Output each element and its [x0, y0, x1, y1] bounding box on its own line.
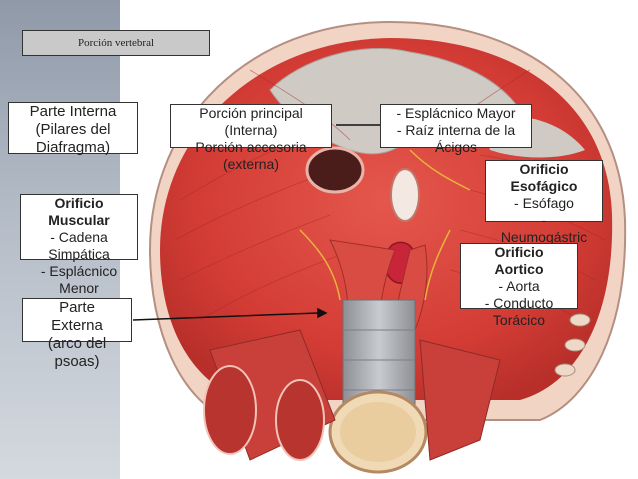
- esofagico-item-1: - Esófago: [514, 195, 574, 211]
- arrow-parte-externa: [132, 312, 319, 321]
- label-porcion-principal: Porción principal (Interna) Porción acce…: [170, 104, 332, 172]
- label-orificio-muscular: Orificio Muscular - Cadena Simpática - E…: [20, 194, 138, 296]
- psoas-right: [419, 339, 501, 461]
- parte-interna-line-3: Diafragma): [35, 139, 111, 156]
- aortico-item-3: Torácico: [492, 312, 546, 328]
- section-title-text: Porción vertebral: [77, 37, 155, 49]
- parte-externa-line-4: psoas): [54, 353, 100, 370]
- parte-externa-line-3: (arco del: [47, 335, 107, 352]
- parte-interna-line-1: Parte Interna: [29, 103, 117, 120]
- arrow-head-2: [317, 307, 328, 319]
- parte-externa-line-1: Parte: [59, 299, 95, 316]
- aortico-item-1: - Aorta: [498, 278, 540, 294]
- muscular-item-1: - Cadena: [50, 229, 108, 245]
- esofagico-item-2: -: [541, 212, 547, 228]
- label-parte-interna: Parte Interna (Pilares del Diafragma): [8, 102, 138, 156]
- muscle-cut-2: [275, 379, 325, 461]
- parte-externa-line-2: Externa: [51, 317, 103, 334]
- muscle-cut-1: [203, 365, 257, 455]
- label-orificio-aortico: Orificio Aortico - Aorta - Conducto Torá…: [460, 243, 578, 328]
- porcion-line-4: (externa): [222, 156, 280, 172]
- esplacnico-line-3: Ácigos: [434, 139, 478, 155]
- muscular-item-4: Menor: [59, 280, 99, 296]
- parte-interna-line-2: (Pilares del: [35, 121, 111, 138]
- label-esplacnico-mayor: - Esplácnico Mayor - Raíz interna de la …: [380, 104, 532, 155]
- esplacnico-line-1: - Esplácnico Mayor: [396, 105, 516, 121]
- porcion-line-1: Porción principal: [199, 105, 303, 121]
- rib-ends: [554, 313, 591, 377]
- muscular-item-3: - Esplácnico: [40, 263, 118, 279]
- esplacnico-line-2: - Raíz interna de la: [396, 122, 516, 138]
- muscular-item-2: Simpática: [48, 246, 110, 262]
- muscular-title-2: Muscular: [48, 212, 110, 228]
- esofagico-item-3: Neumogástric: [500, 229, 588, 245]
- esophageal-foramen: [390, 168, 420, 222]
- aortico-item-2: - Conducto: [484, 295, 554, 311]
- esofagico-title-1: Orificio: [519, 161, 569, 177]
- porcion-line-3: Porción accesoria: [195, 139, 307, 155]
- label-orificio-esofagico: Orificio Esofágico - Esófago - Neumogást…: [485, 160, 603, 262]
- aortico-title-2: Aortico: [494, 261, 544, 277]
- aortico-title-1: Orificio: [494, 244, 544, 260]
- muscular-title-1: Orificio: [54, 195, 104, 211]
- label-parte-externa: Parte Externa (arco del psoas): [22, 298, 132, 370]
- vena-cava-foramen: [305, 146, 365, 194]
- esofagico-title-2: Esofágico: [510, 178, 578, 194]
- porcion-line-2: (Interna): [224, 122, 278, 138]
- vertebral-body-inner: [340, 402, 416, 462]
- section-title: Porción vertebral: [22, 30, 210, 56]
- nerves: [299, 149, 471, 301]
- vertebra-lines: [343, 329, 415, 391]
